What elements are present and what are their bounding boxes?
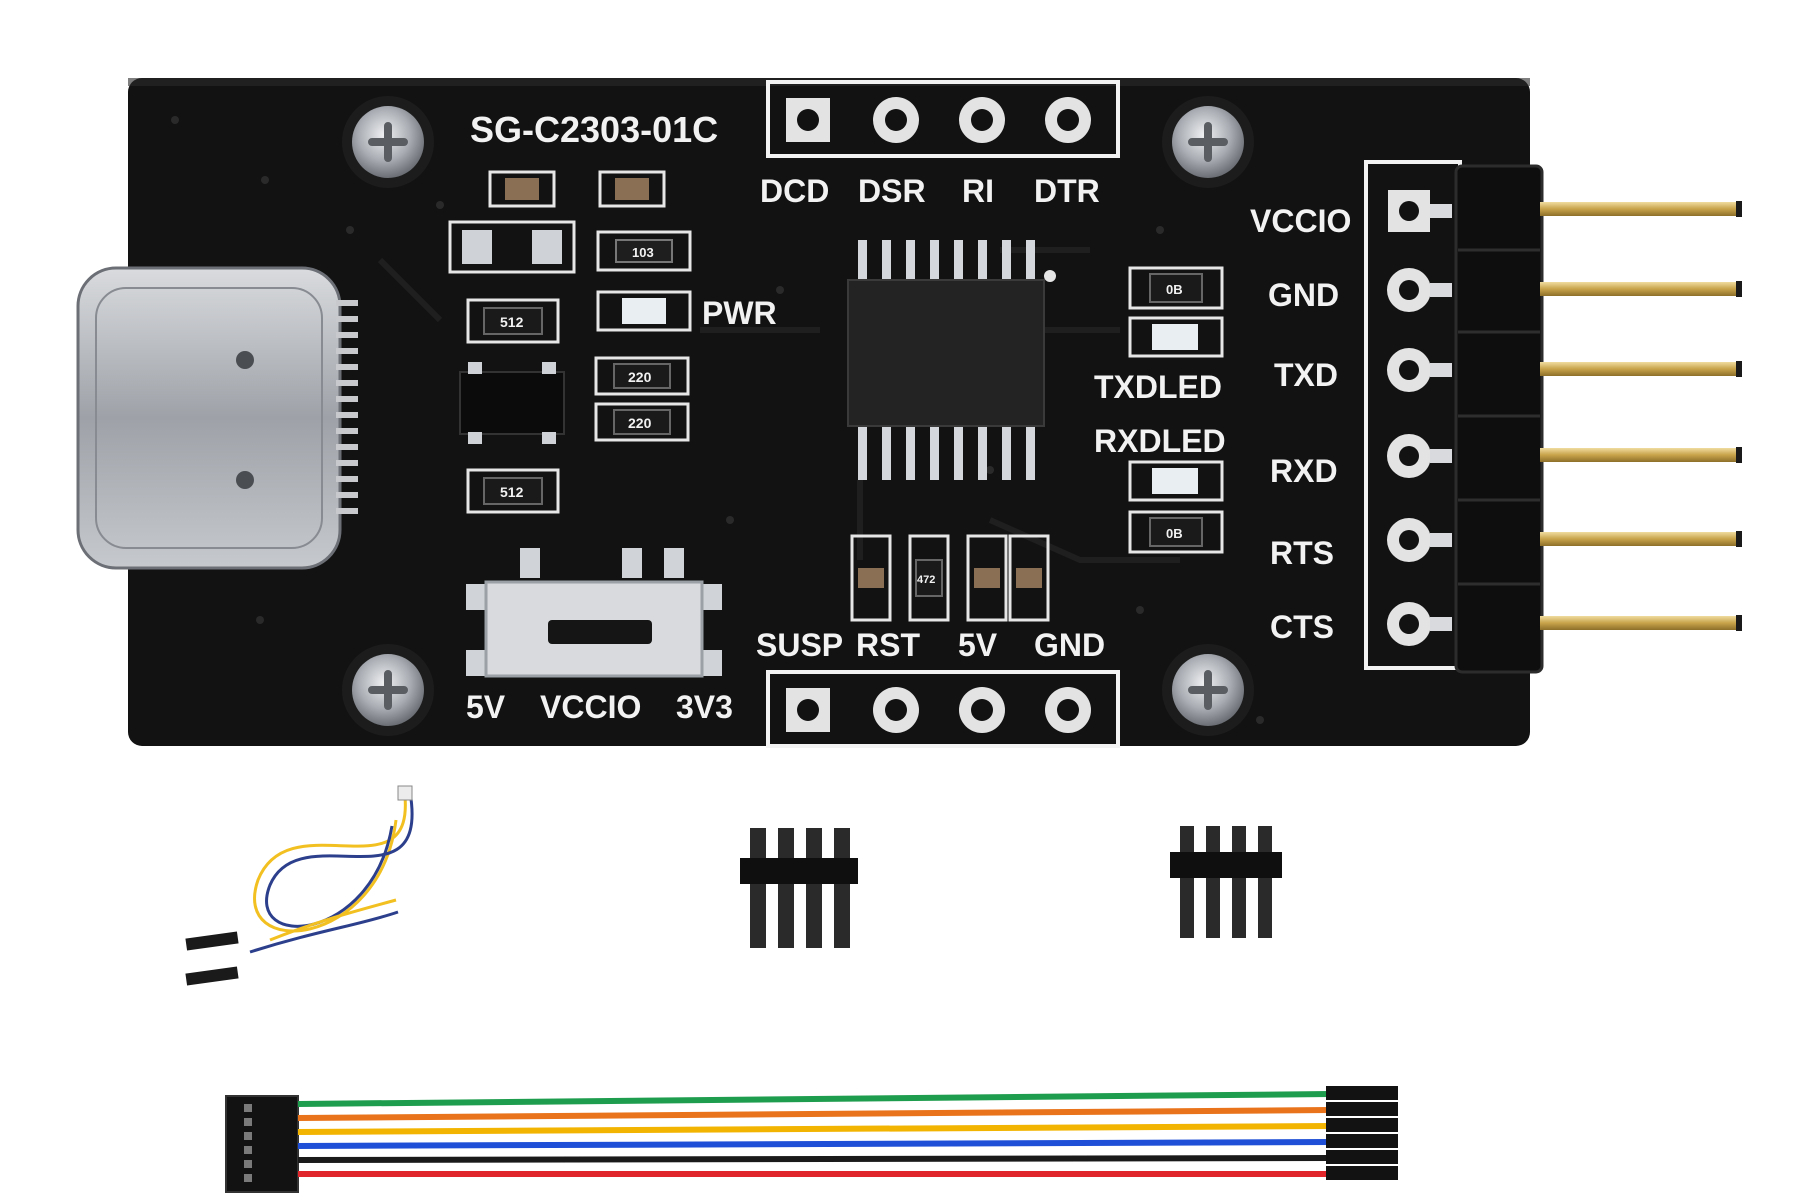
resistor-r1-marking: 512 (500, 314, 524, 330)
side-pin-label-vccio: VCCIO (1250, 203, 1351, 239)
capacitor-c2-marking: 0B (1166, 282, 1183, 297)
power-led (596, 290, 692, 332)
switch-slider-knob[interactable] (548, 620, 652, 644)
bottom-header (766, 670, 1120, 748)
bottom-pin-label-rst: RST (856, 627, 920, 663)
top-pin-label-dcd: DCD (760, 173, 829, 209)
rx-led-label: RXDLED (1094, 423, 1226, 459)
ribbon-cable-6wire (225, 1086, 1398, 1193)
mounting-screw-bottom-left (342, 644, 434, 736)
top-pin-label-dtr: DTR (1034, 173, 1100, 209)
resistor-r3-marking: 220 (628, 369, 652, 385)
bottom-resistor-array: 472 (850, 534, 1050, 622)
tx-led (1152, 324, 1198, 350)
side-pin-header (1364, 160, 1742, 674)
side-pin-label-gnd: GND (1268, 277, 1339, 313)
side-pin-label-rxd: RXD (1270, 453, 1338, 489)
resistor-r2-marking: 512 (500, 484, 524, 500)
jumper-wire-pair (185, 785, 414, 986)
mounting-screw-top-left (342, 96, 434, 188)
power-led-label: PWR (702, 295, 777, 331)
switch-position-vccio: VCCIO (540, 689, 641, 725)
top-pin-label-ri: RI (962, 173, 994, 209)
mounting-screw-bottom-right (1162, 644, 1254, 736)
switch-position-3v3: 3V3 (676, 689, 733, 725)
side-pin-label-cts: CTS (1270, 609, 1334, 645)
capacitor-c3-marking: 0B (1166, 526, 1183, 541)
resistor-r4-marking: 220 (628, 415, 652, 431)
tx-led-label: TXDLED (1094, 369, 1222, 405)
tx-rx-led-components: 0B 0B (1128, 266, 1224, 554)
pin-header-4pin-1 (740, 828, 858, 948)
voltage-select-switch[interactable] (466, 548, 722, 678)
pin-header-4pin-2 (1170, 826, 1282, 938)
rx-led (1152, 468, 1198, 494)
bottom-pin-label-5v: 5V (958, 627, 998, 663)
top-header (766, 80, 1120, 158)
side-pin-label-txd: TXD (1274, 357, 1338, 393)
smd-components-power: 103 512 512 220 220 (448, 170, 692, 514)
bottom-pin-label-susp: SUSP (756, 627, 843, 663)
resistor-r5-marking: 472 (917, 574, 935, 586)
usb-c-connector (76, 266, 358, 570)
board-model-label: SG-C2303-01C (470, 109, 718, 150)
top-pin-label-dsr: DSR (858, 173, 926, 209)
switch-position-5v: 5V (466, 689, 506, 725)
mounting-screw-top-right (1162, 96, 1254, 188)
capacitor-c1-marking: 103 (632, 245, 654, 260)
bottom-pin-label-gnd: GND (1034, 627, 1105, 663)
usb-uart-chip (847, 240, 1056, 480)
side-pin-label-rts: RTS (1270, 535, 1334, 571)
